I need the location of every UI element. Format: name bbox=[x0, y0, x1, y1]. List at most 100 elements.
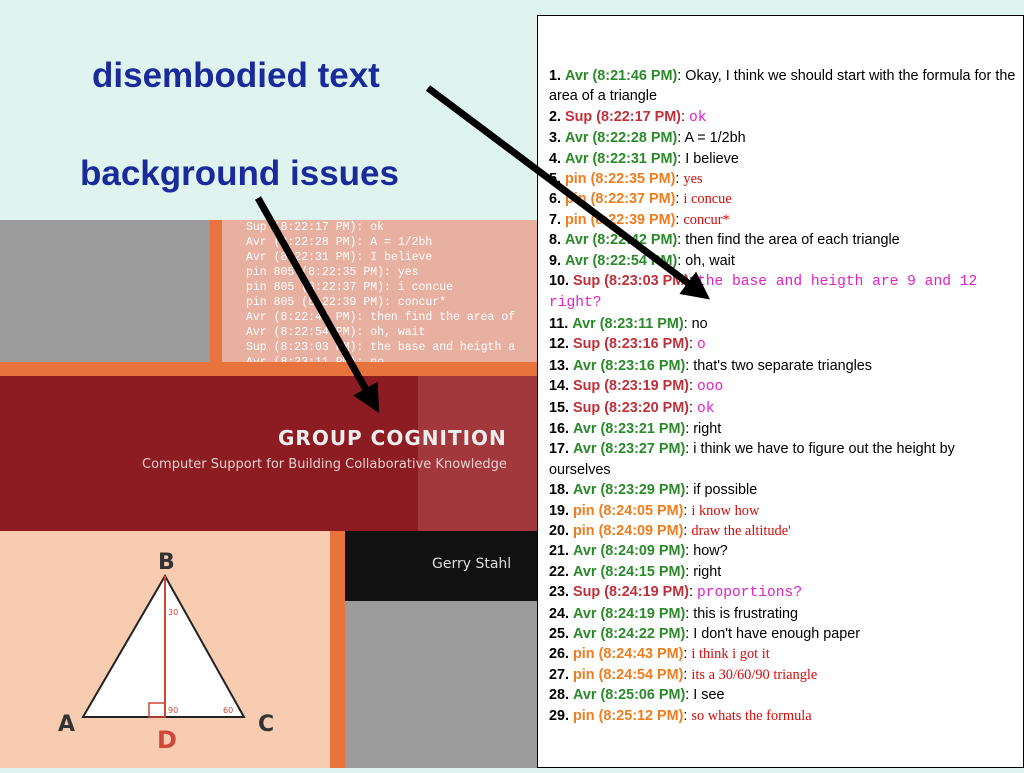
chat-timestamp: (8:23:16 PM) bbox=[604, 336, 689, 353]
chat-speaker: Avr (8:23:27 PM) bbox=[573, 441, 685, 457]
chat-line-number: 23. bbox=[549, 584, 570, 601]
chat-message: I see bbox=[693, 687, 725, 704]
chat-line-number: 11. bbox=[549, 315, 569, 332]
cover-orange-strip bbox=[210, 220, 222, 375]
chat-timestamp: (8:23:11 PM) bbox=[599, 315, 684, 332]
annotation-background-issues: background issues bbox=[80, 154, 399, 193]
chat-message: i know how bbox=[691, 502, 760, 519]
chat-message: draw the altitude' bbox=[691, 522, 791, 539]
chat-message: if possible bbox=[693, 482, 758, 499]
chat-speaker-name: Avr bbox=[565, 252, 589, 269]
cover-chat-excerpt: Sup (8:22:17 PM): ok Avr (8:22:28 PM): A… bbox=[246, 221, 516, 362]
book-title: GROUP COGNITION bbox=[278, 426, 507, 450]
chat-line-number: 21. bbox=[549, 543, 570, 560]
chat-speaker: Avr (8:22:54 PM) bbox=[565, 253, 677, 269]
chat-speaker-name: pin bbox=[573, 502, 595, 519]
chat-speaker: Avr (8:24:19 PM) bbox=[573, 606, 685, 622]
chat-line-number: 29. bbox=[549, 707, 570, 724]
chat-message: its a 30/60/90 triangle bbox=[691, 666, 818, 683]
chat-speaker: Avr (8:22:28 PM) bbox=[565, 130, 677, 146]
chat-timestamp: (8:23:20 PM) bbox=[604, 399, 689, 416]
chat-speaker-name: pin bbox=[565, 171, 587, 188]
chat-message: A = 1/2bh bbox=[684, 130, 746, 147]
chat-line-number: 9. bbox=[549, 252, 562, 269]
cover-title-band-accent bbox=[418, 376, 538, 531]
chat-message: oh, wait bbox=[685, 252, 735, 269]
chat-line: 22. Avr (8:24:15 PM): right bbox=[549, 563, 722, 580]
chat-message: I don't have enough paper bbox=[693, 625, 861, 642]
chat-speaker-name: Avr bbox=[573, 543, 597, 560]
chat-message: proportions? bbox=[696, 585, 803, 602]
chat-message: i concue bbox=[683, 191, 732, 208]
chat-speaker: Avr (8:24:22 PM) bbox=[573, 626, 685, 642]
chat-speaker: pin (8:24:09 PM) bbox=[573, 523, 683, 539]
chat-message: that's two separate triangles bbox=[693, 357, 872, 374]
chat-speaker: Sup (8:23:03 PM) bbox=[573, 273, 689, 289]
chat-message: i think we have to figure out the height… bbox=[549, 441, 955, 478]
triangle-diagram: B A C D 30 90 60 bbox=[58, 550, 274, 754]
chat-log-panel: 1. Avr (8:21:46 PM): Okay, I think we sh… bbox=[537, 15, 1024, 768]
chat-speaker-name: Sup bbox=[573, 399, 601, 416]
chat-line-number: 17. bbox=[549, 441, 570, 458]
chat-line-number: 27. bbox=[549, 666, 570, 683]
cover-chat-excerpt-panel: Sup (8:22:17 PM): ok Avr (8:22:28 PM): A… bbox=[222, 220, 538, 362]
chat-line: 20. pin (8:24:09 PM): draw the altitude' bbox=[549, 522, 791, 539]
chat-timestamp: (8:24:05 PM) bbox=[598, 502, 684, 519]
chat-timestamp: (8:23:03 PM) bbox=[604, 273, 689, 290]
cover-author-band bbox=[345, 531, 538, 601]
chat-line-number: 28. bbox=[549, 687, 570, 704]
chat-timestamp: (8:24:15 PM) bbox=[600, 563, 686, 580]
chat-timestamp: (8:24:19 PM) bbox=[604, 584, 689, 601]
chat-timestamp: (8:25:06 PM) bbox=[600, 687, 686, 704]
chat-speaker-name: Avr bbox=[573, 420, 597, 437]
vertex-label-a: A bbox=[58, 712, 75, 737]
chat-message: then find the area of each triangle bbox=[685, 232, 900, 249]
chat-speaker-name: Avr bbox=[572, 315, 596, 332]
chat-line: 23. Sup (8:24:19 PM): proportions? bbox=[549, 584, 803, 602]
chat-timestamp: (8:24:19 PM) bbox=[600, 605, 686, 622]
chat-timestamp: (8:24:09 PM) bbox=[598, 522, 684, 539]
chat-line: 5. pin (8:22:35 PM): yes bbox=[549, 171, 703, 188]
chat-timestamp: (8:23:27 PM) bbox=[600, 441, 686, 458]
chat-timestamp: (8:22:35 PM) bbox=[590, 171, 676, 188]
chat-line: 6. pin (8:22:37 PM): i concue bbox=[549, 191, 732, 208]
chat-message: the base and heigth are 9 and 12 right? bbox=[549, 274, 978, 312]
chat-line: 21. Avr (8:24:09 PM): how? bbox=[549, 543, 728, 560]
chat-line: 16. Avr (8:23:21 PM): right bbox=[549, 420, 722, 437]
chat-line: 15. Sup (8:23:20 PM): ok bbox=[549, 399, 715, 417]
cover-title-band bbox=[0, 376, 418, 531]
chat-line-number: 8. bbox=[549, 232, 562, 249]
chat-line-number: 24. bbox=[549, 605, 570, 622]
chat-line-number: 10. bbox=[549, 273, 570, 290]
chat-timestamp: (8:23:16 PM) bbox=[600, 357, 686, 374]
chat-speaker-name: pin bbox=[573, 707, 595, 724]
chat-speaker: pin (8:22:37 PM) bbox=[565, 191, 675, 207]
angle-label-60: 60 bbox=[223, 706, 233, 715]
chat-line: 18. Avr (8:23:29 PM): if possible bbox=[549, 482, 758, 499]
chat-line-number: 25. bbox=[549, 625, 570, 642]
chat-timestamp: (8:22:42 PM) bbox=[592, 232, 678, 249]
chat-line: 9. Avr (8:22:54 PM): oh, wait bbox=[549, 252, 735, 269]
chat-line: 1. Avr (8:21:46 PM): Okay, I think we sh… bbox=[549, 68, 1016, 105]
chat-line: 4. Avr (8:22:31 PM): I believe bbox=[549, 150, 739, 167]
chat-line: 2. Sup (8:22:17 PM): ok bbox=[549, 108, 707, 126]
triangle-shape bbox=[81, 573, 246, 718]
chat-line-number: 3. bbox=[549, 130, 562, 147]
angle-label-30: 30 bbox=[168, 608, 178, 617]
chat-timestamp: (8:22:31 PM) bbox=[592, 150, 678, 167]
chat-line-number: 13. bbox=[549, 357, 570, 374]
chat-message: I believe bbox=[685, 150, 739, 167]
book-author: Gerry Stahl bbox=[432, 556, 512, 572]
chat-speaker-name: Avr bbox=[573, 625, 597, 642]
foot-label-d: D bbox=[157, 726, 177, 754]
chat-speaker: Sup (8:23:20 PM) bbox=[573, 400, 689, 416]
chat-message: ok bbox=[696, 400, 715, 417]
chat-timestamp: (8:25:12 PM) bbox=[598, 707, 684, 724]
chat-line: 3. Avr (8:22:28 PM): A = 1/2bh bbox=[549, 130, 746, 147]
chat-line: 24. Avr (8:24:19 PM): this is frustratin… bbox=[549, 605, 799, 622]
chat-timestamp: (8:22:17 PM) bbox=[596, 108, 681, 125]
cover-gray-panel bbox=[0, 220, 210, 362]
chat-line: 8. Avr (8:22:42 PM): then find the area … bbox=[549, 232, 900, 249]
chat-line-number: 7. bbox=[549, 211, 562, 228]
chat-speaker: Avr (8:23:16 PM) bbox=[573, 358, 685, 374]
